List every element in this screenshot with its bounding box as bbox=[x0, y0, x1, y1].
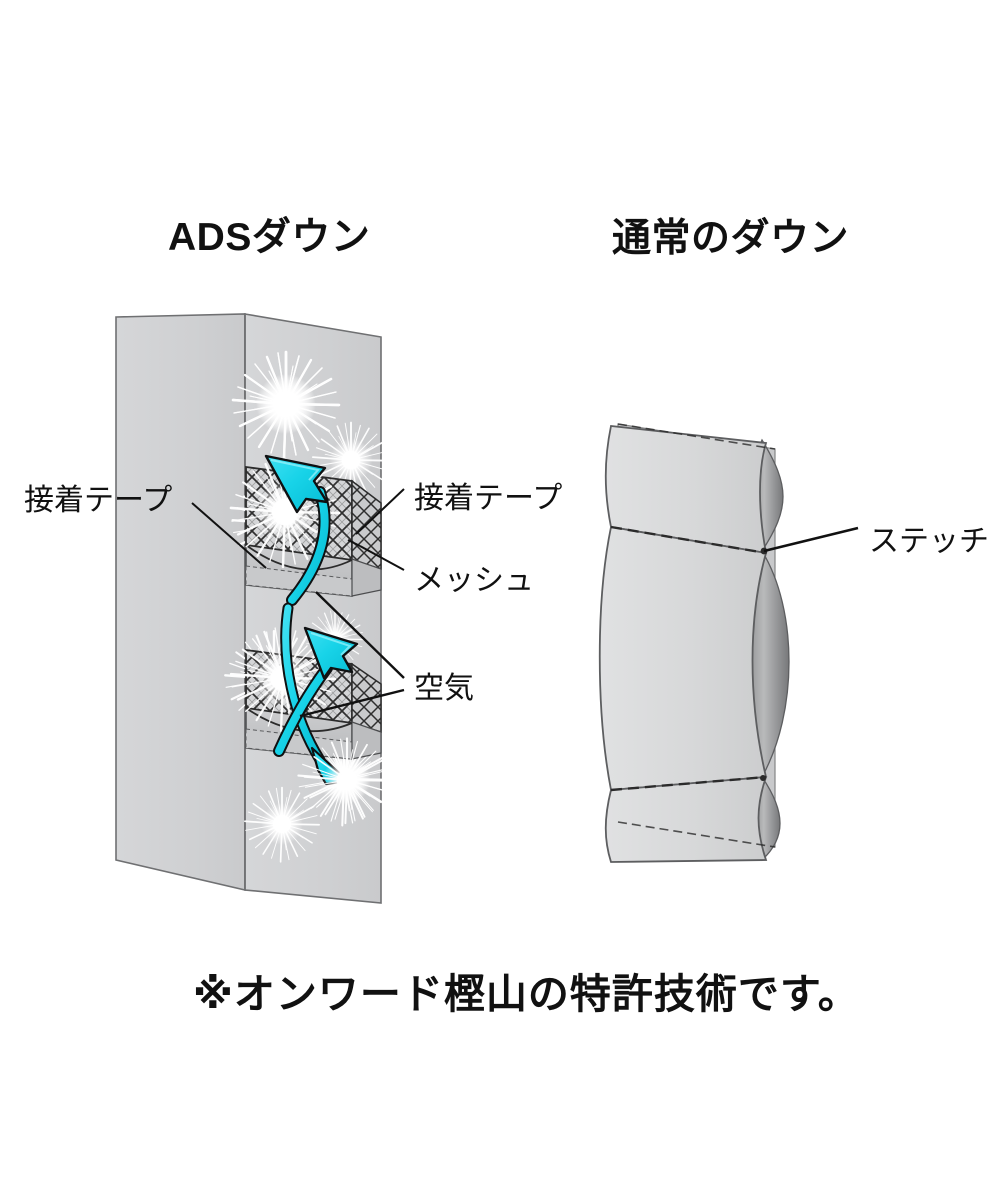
leader-lines-left bbox=[191, 488, 405, 718]
left-diagram-group bbox=[115, 313, 405, 904]
air-arrow-upper bbox=[264, 454, 331, 606]
leader-air-upper bbox=[315, 591, 405, 679]
leader-mesh bbox=[359, 545, 405, 571]
label-air: 空気 bbox=[414, 672, 474, 705]
stitch-line-upper bbox=[610, 525, 767, 555]
title-ads-down: ADSダウン bbox=[168, 216, 371, 259]
right-diagram-group bbox=[598, 423, 859, 863]
leader-air-lower bbox=[299, 688, 405, 718]
leader-stitch bbox=[763, 526, 859, 553]
quilt-chamber-middle bbox=[598, 525, 768, 791]
stitch-lines bbox=[610, 423, 776, 848]
air-arrow-lower bbox=[273, 626, 359, 757]
stitch-point-lower bbox=[760, 775, 766, 781]
label-adhesive-tape-left: 接着テープ bbox=[24, 484, 173, 517]
label-stitch: ステッチ bbox=[869, 525, 989, 558]
quilt-chamber-bottom bbox=[604, 775, 768, 863]
stitch-line-lower bbox=[610, 775, 767, 792]
label-mesh: メッシュ bbox=[414, 564, 534, 597]
leader-adhesive-tape-left bbox=[191, 502, 267, 569]
footer-patent-note: ※オンワード樫山の特許技術です。 bbox=[193, 971, 860, 1017]
outer-fabric-panel bbox=[115, 313, 246, 892]
title-normal-down: 通常のダウン bbox=[612, 217, 850, 260]
leader-adhesive-tape-right bbox=[366, 488, 405, 525]
label-adhesive-tape-right: 接着テープ bbox=[414, 482, 563, 515]
